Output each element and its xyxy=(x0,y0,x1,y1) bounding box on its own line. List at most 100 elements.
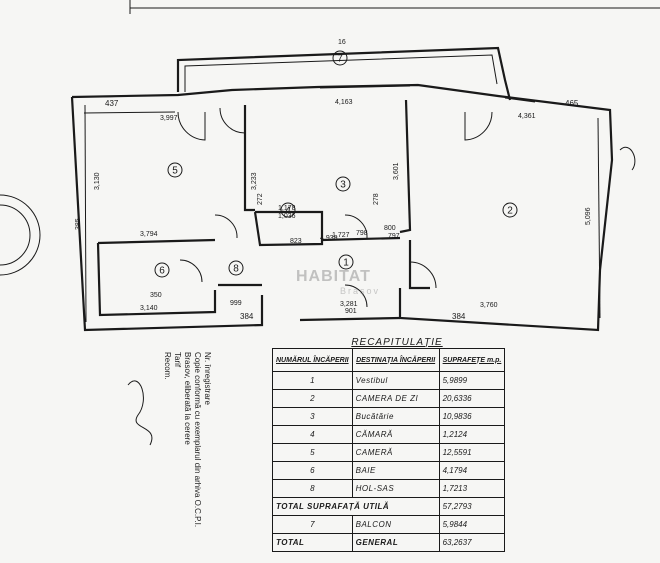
dim-label: 901 xyxy=(345,308,357,315)
door-swing-room2 xyxy=(409,261,437,289)
dim-label: 999 xyxy=(230,300,242,307)
dim-label: 384 xyxy=(240,312,254,321)
dim-label: 16 xyxy=(338,39,346,46)
total-util-row: TOTAL SUPRAFAȚĂ UTILĂ 57,2793 xyxy=(272,497,506,516)
total-label: TOTAL xyxy=(272,533,353,552)
watermark-brand: HABITAT xyxy=(296,268,371,285)
room-number: 2 xyxy=(507,206,513,217)
margin-note xyxy=(619,147,636,171)
dim-label: 3,601 xyxy=(393,162,400,180)
dim-label: 465 xyxy=(565,99,579,108)
inner-right-wall xyxy=(597,117,601,319)
room4-outline xyxy=(253,210,324,247)
recap-header-row: NUMĂRUL ÎNCĂPERII DESTINAȚIA ÎNCĂPERII S… xyxy=(272,348,506,372)
window-kitchen xyxy=(319,85,411,89)
outer-wall-right xyxy=(71,83,614,332)
room-number: 3 xyxy=(340,180,346,191)
dim-label: 350 xyxy=(150,292,162,299)
door-swing-entrance xyxy=(344,284,368,308)
window-right xyxy=(504,97,536,103)
stamp-line: Nr. înregistrare xyxy=(203,352,212,405)
outer-wall-left xyxy=(70,96,264,332)
dim-label: 272 xyxy=(257,193,264,205)
window-left xyxy=(97,95,131,98)
general-label: GENERAL xyxy=(351,533,440,552)
door-swing-room5-hall xyxy=(214,214,238,239)
dim-label: 1,036 xyxy=(278,213,296,220)
balcony-value: 5,9844 xyxy=(438,515,506,534)
dim-label: 4,938 xyxy=(320,235,338,242)
room-marker-6: 6 xyxy=(154,262,170,278)
room-marker-3: 3 xyxy=(335,176,351,192)
dim-label: 278 xyxy=(373,193,380,205)
seal-left-inner xyxy=(0,204,31,266)
balcony-outline xyxy=(176,46,512,101)
general-value: 63,2637 xyxy=(438,533,506,552)
room-marker-1: 1 xyxy=(338,254,354,270)
recap-table: NUMĂRUL ÎNCĂPERII DESTINAȚIA ÎNCĂPERII S… xyxy=(272,348,506,552)
dim-label: 1,727 xyxy=(332,232,350,239)
total-general-row: TOTAL GENERAL 63,2637 xyxy=(272,533,506,552)
stamp-line: Recom. xyxy=(163,352,172,380)
inner-left-wall xyxy=(84,104,87,323)
dim-label: 3,997 xyxy=(160,115,178,122)
room-marker-8: 8 xyxy=(228,260,244,276)
wall-room3-1 xyxy=(321,236,401,242)
dim-label: 798 xyxy=(356,230,368,237)
door-swing-room5 xyxy=(177,111,206,141)
dim-label: 797 xyxy=(388,233,400,240)
dim-label: 4,361 xyxy=(518,113,536,120)
room-number: 1 xyxy=(343,258,349,269)
balcony-row: 7 BALCON 5,9844 xyxy=(272,515,506,534)
wall-room1-2 xyxy=(408,240,430,290)
wall-bottom-mid xyxy=(299,316,401,322)
dim-label: 800 xyxy=(384,225,396,232)
door-swing-room2-balcony xyxy=(464,111,493,141)
inner-top-left xyxy=(83,111,176,114)
door-swing-room3-hall xyxy=(344,214,368,239)
dim-label: 3,281 xyxy=(340,301,358,308)
dim-label: 1,178 xyxy=(278,205,296,212)
room-number: 7 xyxy=(337,54,343,65)
door-swing-room6 xyxy=(179,259,203,283)
header-destination: DESTINAȚIA ÎNCĂPERII xyxy=(351,348,440,372)
header-area: SUPRAFEȚE m.p. xyxy=(438,348,506,372)
dim-label: 823 xyxy=(290,238,302,245)
room-marker-4: 4 xyxy=(280,202,296,218)
dim-label: 3,794 xyxy=(140,231,158,238)
room-number: 6 xyxy=(159,266,165,277)
dim-label: 3,140 xyxy=(140,305,158,312)
room-number: 4 xyxy=(285,206,291,217)
room-marker-2: 2 xyxy=(502,202,518,218)
dim-label: 3,233 xyxy=(251,172,258,190)
stamp-line: Brasov, eliberată la cerere xyxy=(183,352,192,445)
dim-label: 437 xyxy=(105,99,119,108)
dim-label: 3,130 xyxy=(94,172,101,190)
seal-left-edge xyxy=(0,194,41,276)
wall-room5-6 xyxy=(97,238,216,245)
stamp-line: Tarif xyxy=(173,352,182,368)
signature-scribble xyxy=(127,380,153,446)
watermark-subtitle: Brașov xyxy=(340,286,381,296)
dim-label: 4,163 xyxy=(335,99,353,106)
wall-room3-2 xyxy=(399,99,412,234)
dim-label: 5,096 xyxy=(585,207,592,225)
door-swing-room3-top xyxy=(219,107,246,134)
stamp-line: Copie conformă cu exemplarul din arhiva … xyxy=(193,352,202,528)
total-util-value: 57,2793 xyxy=(438,497,506,516)
room-number: 5 xyxy=(172,166,178,177)
dim-label: 384 xyxy=(452,312,466,321)
room-marker-5: 5 xyxy=(167,162,183,178)
room-marker-7: 7 xyxy=(332,50,348,66)
dim-label: 385 xyxy=(75,218,82,230)
header-room-number: NUMĂRUL ÎNCĂPERII xyxy=(272,348,353,372)
wall-room5-3 xyxy=(243,105,255,212)
